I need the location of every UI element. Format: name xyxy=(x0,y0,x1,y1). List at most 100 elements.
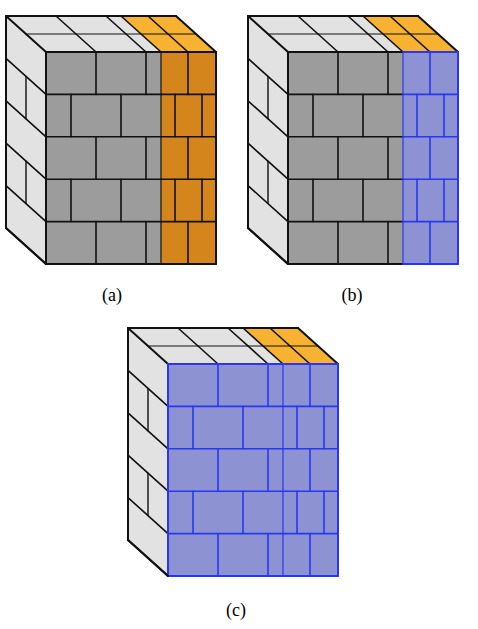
mortar-joint xyxy=(283,363,338,365)
mortar-joint xyxy=(201,94,203,136)
mortar-joint xyxy=(296,406,298,448)
mortar-joint xyxy=(242,491,244,533)
mortar-joint xyxy=(283,490,338,492)
mortar-joint xyxy=(128,328,168,364)
mortar-joint xyxy=(46,178,161,180)
mortar-joint xyxy=(167,364,169,576)
wall-front xyxy=(46,52,161,264)
mortar-joint xyxy=(387,137,389,179)
mortar-joint xyxy=(457,52,459,264)
mortar-joint xyxy=(6,15,176,17)
mortar-joint xyxy=(147,388,148,430)
mortar-joint xyxy=(337,364,339,576)
mortar-joint xyxy=(267,364,269,406)
mortar-joint xyxy=(387,52,389,94)
mortar-joint xyxy=(128,540,168,576)
mortar-joint xyxy=(267,161,268,203)
mortar-joint xyxy=(161,136,216,138)
highlighted-strip xyxy=(161,52,216,264)
mortar-joint xyxy=(402,52,403,264)
mortar-joint xyxy=(215,52,217,264)
mortar-joint xyxy=(120,94,122,136)
mortar-joint xyxy=(288,94,403,96)
mortar-joint xyxy=(312,179,314,221)
mortar-joint xyxy=(362,94,364,136)
mortar-joint xyxy=(217,534,219,576)
mortar-joint xyxy=(416,94,418,136)
mortar-joint xyxy=(6,16,46,52)
mortar-joint xyxy=(248,228,288,264)
subfigure-label: (b) xyxy=(342,285,363,306)
mortar-joint xyxy=(267,76,268,118)
mortar-joint xyxy=(95,52,97,94)
mortar-joint xyxy=(128,540,168,576)
mortar-joint xyxy=(127,328,129,540)
mortar-joint xyxy=(187,222,189,264)
mortar-joint xyxy=(282,364,283,576)
mortar-joint xyxy=(298,328,338,364)
mortar-joint xyxy=(283,575,338,577)
mortar-joint xyxy=(309,449,311,491)
mortar-joint xyxy=(161,94,216,96)
mortar-joint xyxy=(192,406,194,448)
wall-front xyxy=(168,364,283,576)
mortar-joint xyxy=(161,263,216,265)
mortar-joint xyxy=(26,33,196,34)
mortar-joint xyxy=(403,94,458,96)
mortar-joint xyxy=(176,16,216,52)
mortar-joint xyxy=(46,51,161,53)
mortar-joint xyxy=(288,221,403,223)
mortar-joint xyxy=(6,228,46,264)
mortar-joint xyxy=(168,363,283,365)
mortar-joint xyxy=(187,137,189,179)
mortar-joint xyxy=(387,222,389,264)
mortar-joint xyxy=(309,364,311,406)
mortar-joint xyxy=(429,222,431,264)
mortar-joint xyxy=(187,52,189,94)
mortar-joint xyxy=(148,345,318,346)
mortar-joint xyxy=(70,94,72,136)
mortar-joint xyxy=(288,263,403,265)
mortar-joint xyxy=(120,179,122,221)
mortar-joint xyxy=(283,533,338,535)
mortar-joint xyxy=(248,15,418,17)
subfigure-label: (c) xyxy=(226,600,246,621)
highlighted-strip xyxy=(403,52,458,264)
mortar-joint xyxy=(95,137,97,179)
mortar-joint xyxy=(168,448,283,450)
mortar-joint xyxy=(337,222,339,264)
mortar-joint xyxy=(168,575,283,577)
mortar-joint xyxy=(403,136,458,138)
mortar-joint xyxy=(267,534,269,576)
wall-front xyxy=(288,52,403,264)
mortar-joint xyxy=(46,221,161,223)
mortar-joint xyxy=(429,52,431,94)
mortar-joint xyxy=(25,161,26,203)
mortar-joint xyxy=(337,137,339,179)
mortar-joint xyxy=(6,228,46,264)
mortar-joint xyxy=(46,136,161,138)
mortar-joint xyxy=(403,221,458,223)
mortar-joint xyxy=(418,16,458,52)
highlighted-strip xyxy=(283,364,338,576)
mortar-joint xyxy=(267,449,269,491)
mortar-joint xyxy=(161,178,216,180)
mortar-joint xyxy=(95,222,97,264)
mortar-joint xyxy=(248,16,288,52)
mortar-joint xyxy=(283,406,338,408)
mortar-joint xyxy=(45,52,47,264)
mortar-joint xyxy=(312,94,314,136)
mortar-joint xyxy=(242,406,244,448)
wall-end xyxy=(248,16,288,264)
mortar-joint xyxy=(403,178,458,180)
mortar-joint xyxy=(5,16,7,228)
mortar-joint xyxy=(145,222,147,264)
mortar-joint xyxy=(416,179,418,221)
mortar-joint xyxy=(201,179,203,221)
mortar-joint xyxy=(192,491,194,533)
mortar-joint xyxy=(443,179,445,221)
mortar-joint xyxy=(168,490,283,492)
brick-wall xyxy=(128,328,338,576)
